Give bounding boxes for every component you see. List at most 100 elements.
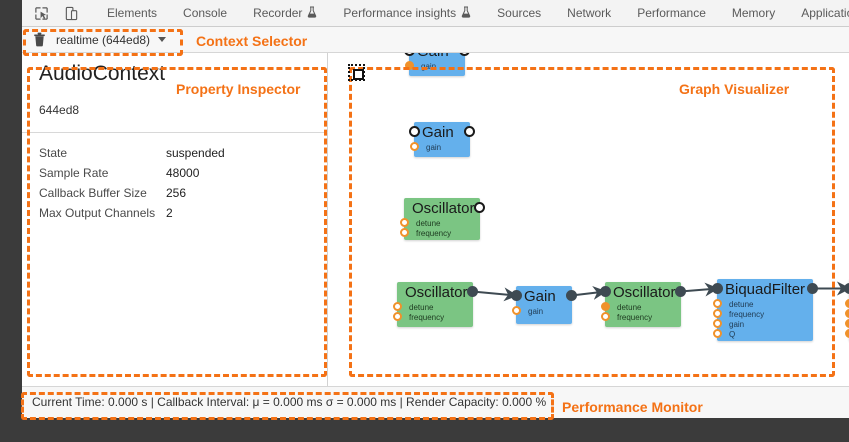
audio-edge: [472, 287, 518, 302]
main-content: AudioContext 644ed8 State suspended Samp…: [22, 53, 849, 386]
audio-param-port[interactable]: [601, 312, 610, 321]
audio-param-label: frequency: [409, 313, 445, 322]
tab-recorder[interactable]: Recorder: [240, 0, 330, 26]
selection-handle-marker: [348, 64, 365, 81]
tab-performance-label: Performance: [637, 6, 706, 20]
audio-node-title: Oscillator: [412, 200, 475, 217]
audio-node-output-port[interactable]: [464, 126, 475, 137]
audio-param-port[interactable]: [845, 299, 849, 308]
property-table: State suspended Sample Rate 48000 Callba…: [39, 143, 225, 223]
property-key: Callback Buffer Size: [39, 186, 147, 200]
device-toolbar-icon[interactable]: [58, 2, 84, 24]
tab-memory[interactable]: Memory: [719, 0, 788, 26]
tab-recorder-label: Recorder: [253, 6, 303, 20]
property-value: 48000: [166, 166, 200, 180]
audio-node-input-port[interactable]: [712, 283, 723, 294]
divider: [22, 132, 328, 133]
devtools-tool-icons: [22, 2, 84, 24]
tab-performance[interactable]: Performance: [624, 0, 719, 26]
tab-performance-insights-label: Performance insights: [343, 6, 457, 20]
trash-icon[interactable]: [26, 28, 52, 52]
tab-sources-label: Sources: [497, 6, 542, 20]
audio-node-input-port[interactable]: [511, 290, 522, 301]
audio-node-input-port[interactable]: [409, 126, 420, 137]
property-value: 256: [166, 186, 187, 200]
audio-node-title: Oscillator: [613, 284, 676, 301]
audio-param-label: frequency: [617, 313, 653, 322]
audio-param-port[interactable]: [713, 319, 722, 328]
audio-node-input-port[interactable]: [844, 283, 849, 294]
audio-param-label: Q: [729, 330, 736, 339]
audio-param-port[interactable]: [393, 302, 402, 311]
audio-node-title: BiquadFilter: [725, 281, 806, 298]
audio-param-port[interactable]: [393, 312, 402, 321]
context-selector-dropdown[interactable]: realtime (644ed8): [54, 32, 172, 48]
audio-param-label: detune: [409, 303, 434, 312]
audio-param-port[interactable]: [405, 61, 414, 70]
tab-performance-insights[interactable]: Performance insights: [330, 0, 484, 26]
tab-sources[interactable]: Sources: [484, 0, 554, 26]
annotation-label-graph-visualizer: Graph Visualizer: [679, 81, 790, 97]
audio-param-port[interactable]: [845, 329, 849, 338]
audio-edge: [680, 282, 719, 297]
graph-visualizer-panel[interactable]: GaingainGaingainOscillatordetunefrequenc…: [329, 53, 849, 386]
audio-node-input-port[interactable]: [600, 286, 611, 297]
audio-param-label: detune: [416, 219, 441, 228]
tab-memory-label: Memory: [731, 6, 776, 20]
audio-param-label: gain: [729, 320, 745, 329]
audio-param-label: gain: [421, 62, 437, 71]
annotation-label-property-inspector: Property Inspector: [176, 81, 301, 97]
tab-application-label: Applicatio: [801, 6, 849, 20]
tab-console[interactable]: Console: [170, 0, 240, 26]
audio-param-port[interactable]: [713, 329, 722, 338]
audio-node-output-port[interactable]: [675, 286, 686, 297]
audio-node-title: Gain: [422, 124, 454, 141]
context-id: 644ed8: [39, 103, 80, 117]
property-key: Sample Rate: [39, 166, 109, 180]
property-key: Max Output Channels: [39, 206, 156, 220]
property-inspector-panel: AudioContext 644ed8 State suspended Samp…: [22, 53, 328, 386]
chevron-down-icon: [158, 37, 167, 42]
annotation-label-context-selector: Context Selector: [196, 33, 308, 49]
audio-param-port[interactable]: [845, 319, 849, 328]
tab-elements[interactable]: Elements: [94, 0, 170, 26]
tab-elements-label: Elements: [107, 6, 158, 20]
audio-param-port[interactable]: [400, 228, 409, 237]
audio-param-port[interactable]: [601, 302, 610, 311]
audio-param-port[interactable]: [512, 306, 521, 315]
audio-param-port[interactable]: [845, 309, 849, 318]
audio-param-label: frequency: [729, 310, 765, 319]
audio-param-port[interactable]: [400, 218, 409, 227]
audio-node-output-port[interactable]: [566, 290, 577, 301]
audio-node-output-port[interactable]: [474, 202, 485, 213]
graph-edges: [472, 281, 849, 302]
tab-network[interactable]: Network: [554, 0, 624, 26]
inspect-element-icon[interactable]: [28, 2, 54, 24]
audio-node-output-port[interactable]: [467, 286, 478, 297]
devtools-tab-bar: Elements Console Recorder Performance in…: [22, 0, 849, 27]
table-row: Sample Rate 48000: [39, 163, 225, 183]
audio-param-label: frequency: [416, 229, 452, 238]
experiment-flask-icon: [307, 6, 317, 21]
annotation-label-performance-monitor: Performance Monitor: [562, 399, 703, 415]
context-selector-value: realtime (644ed8): [56, 32, 151, 47]
audio-node-title: Gain: [409, 53, 465, 62]
tab-application[interactable]: Applicatio: [788, 0, 849, 26]
audio-node-title: Gain: [524, 288, 556, 305]
audio-edge: [571, 286, 607, 300]
table-row: Max Output Channels 2: [39, 203, 225, 223]
experiment-flask-icon: [461, 6, 471, 21]
audio-param-port[interactable]: [410, 142, 419, 151]
audio-param-port[interactable]: [713, 299, 722, 308]
audio-param-port[interactable]: [713, 309, 722, 318]
audio-node-output-port[interactable]: [807, 283, 818, 294]
property-value: 2: [166, 206, 173, 220]
